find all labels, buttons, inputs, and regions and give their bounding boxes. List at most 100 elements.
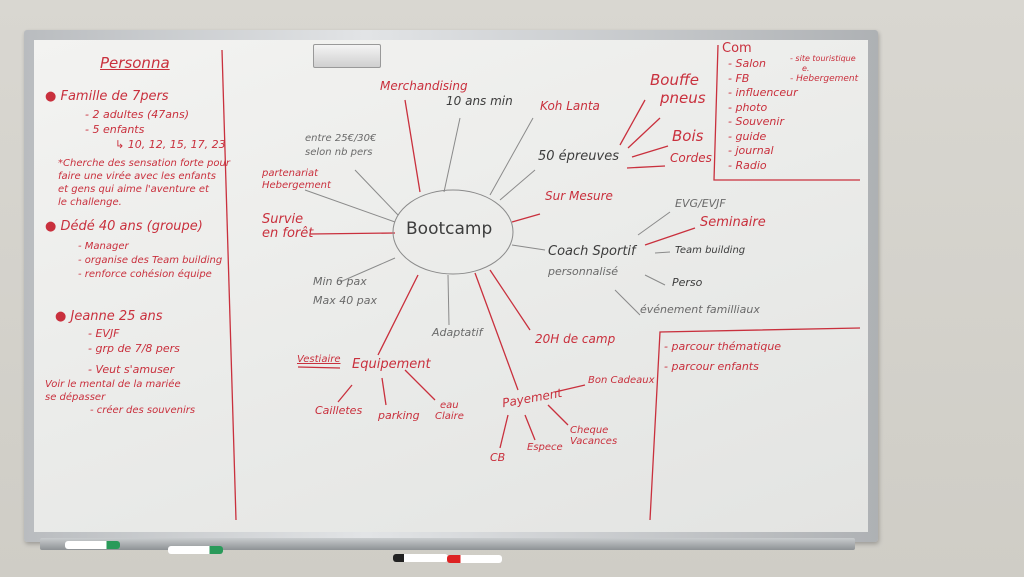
branch-payement xyxy=(474,272,519,391)
branch-coach xyxy=(511,244,546,251)
partenariat-line: partenariat xyxy=(262,168,319,179)
node-team-building: Team building xyxy=(675,245,746,256)
branch-cheque xyxy=(547,404,569,426)
branch-age xyxy=(443,117,461,193)
cheque-line: Vacances xyxy=(570,436,618,447)
node-adaptatif: Adaptatif xyxy=(432,326,483,339)
node-parking: parking xyxy=(378,409,420,422)
parcours-box xyxy=(649,327,861,521)
parcours-list: - parcour thématique - parcour enfants xyxy=(664,337,781,377)
red-marker xyxy=(447,555,502,563)
branch-cordes xyxy=(626,165,666,169)
node-perso: Perso xyxy=(672,276,703,289)
branch-seminaire xyxy=(644,227,696,246)
branch-min-max xyxy=(339,257,396,283)
whiteboard xyxy=(34,40,868,532)
list-item: - 5 enfants xyxy=(85,123,145,136)
branch-vestiaire xyxy=(297,366,341,369)
list-item: - Souvenir xyxy=(728,115,784,128)
node-bois: Bois xyxy=(672,127,704,145)
branch-survie xyxy=(309,232,396,235)
com-title: Com xyxy=(722,41,752,56)
branch-koh-lanta xyxy=(489,117,534,196)
partenariat-line: Hebergement xyxy=(262,180,331,191)
persona-dede-heading: ● Dédé 40 ans (groupe) xyxy=(45,219,203,234)
list-item: - photo xyxy=(728,100,768,114)
coach-line: personnalisé xyxy=(548,265,619,278)
list-item: - organise des Team building xyxy=(78,255,223,266)
min-max-line: Min 6 pax xyxy=(313,275,367,288)
list-item: - site touristique xyxy=(790,54,856,63)
price-line: selon nb pers xyxy=(305,147,373,158)
node-evenement: événement familliaux xyxy=(640,303,760,316)
node-bon-cadeaux: Bon Cadeaux xyxy=(588,375,655,386)
branch-sur-mesure xyxy=(511,213,541,223)
whiteboard-eraser xyxy=(313,44,381,68)
mindmap-center: Bootcamp xyxy=(406,219,493,239)
list-item: - renforce cohésion équipe xyxy=(78,269,212,280)
list-item: - créer des souvenirs xyxy=(90,405,196,416)
node-equipement: Equipement xyxy=(352,357,431,372)
branch-pneus xyxy=(627,117,661,149)
persona-jeanne-heading: ● Jeanne 25 ans xyxy=(55,309,163,324)
list-item: - 2 adultes (47ans) xyxy=(85,108,190,121)
node-cordes: Cordes xyxy=(670,151,712,165)
node-duree: 20H de camp xyxy=(535,332,616,346)
list-item: - Radio xyxy=(728,158,767,172)
list-item: e. xyxy=(802,64,810,73)
list-item: - Hebergement xyxy=(790,74,859,84)
node-espece: Espece xyxy=(527,442,563,453)
persona-dede-list: - Manager - organise des Team building -… xyxy=(78,240,222,282)
branch-evenement xyxy=(614,289,641,316)
com-box xyxy=(713,44,860,181)
node-evg-evjf: EVG/EVJF xyxy=(675,197,726,210)
persona-famille-note: *Cherche des sensation forte pour faire … xyxy=(58,157,230,209)
green-marker xyxy=(65,541,120,549)
branch-price xyxy=(354,169,399,216)
node-epreuves: 50 épreuves xyxy=(538,149,619,164)
list-item: - Manager xyxy=(78,241,129,252)
branch-espece xyxy=(524,414,536,441)
node-seminaire: Seminaire xyxy=(700,215,766,230)
note-line: et gens qui aime l'aventure et xyxy=(58,184,209,195)
list-item: Voir le mental de la mariée xyxy=(45,379,181,390)
branch-eau xyxy=(404,369,436,401)
survie-line: Survie xyxy=(262,212,304,227)
branch-cb xyxy=(499,414,509,449)
cheque-line: Cheque xyxy=(570,425,609,436)
list-item: - influenceur xyxy=(728,86,798,99)
branch-team-building xyxy=(654,251,671,254)
com-list: - Salon - FB - influenceur - photo - Sou… xyxy=(728,57,798,173)
node-price: entre 25€/30€ selon nb pers xyxy=(305,132,376,160)
node-age-min: 10 ans min xyxy=(446,94,513,108)
price-line: entre 25€/30€ xyxy=(305,133,377,144)
branch-cailletes xyxy=(337,384,353,403)
coach-line: Coach Sportif xyxy=(548,244,636,259)
marker-tray xyxy=(40,538,855,550)
list-item: - Veut s'amuser xyxy=(88,363,175,376)
black-marker xyxy=(393,554,448,562)
branch-partenariat xyxy=(304,189,396,223)
node-bouffe: Bouffe xyxy=(650,71,700,89)
com-side-list: - site touristique e. - Hebergement xyxy=(790,54,858,84)
branch-perso xyxy=(644,274,666,286)
branch-bois xyxy=(631,145,669,158)
branch-adaptatif xyxy=(447,274,450,326)
heading-text: Dédé 40 ans (groupe) xyxy=(60,219,203,234)
heading-text: Jeanne 25 ans xyxy=(70,309,163,324)
eau-line: eau xyxy=(440,400,459,411)
branch-duree xyxy=(489,269,531,331)
branch-epreuves xyxy=(499,169,536,201)
note-line: *Cherche des sensation forte pour xyxy=(58,158,230,169)
node-sur-mesure: Sur Mesure xyxy=(545,189,613,203)
persona-famille-heading: ● Famille de 7pers xyxy=(45,89,169,104)
list-item: - EVJF xyxy=(88,327,120,340)
branch-bon-cadeaux xyxy=(554,384,586,393)
list-item: - guide xyxy=(728,129,767,143)
survie-line: en forêt xyxy=(262,226,314,241)
node-cb: CB xyxy=(490,451,506,464)
